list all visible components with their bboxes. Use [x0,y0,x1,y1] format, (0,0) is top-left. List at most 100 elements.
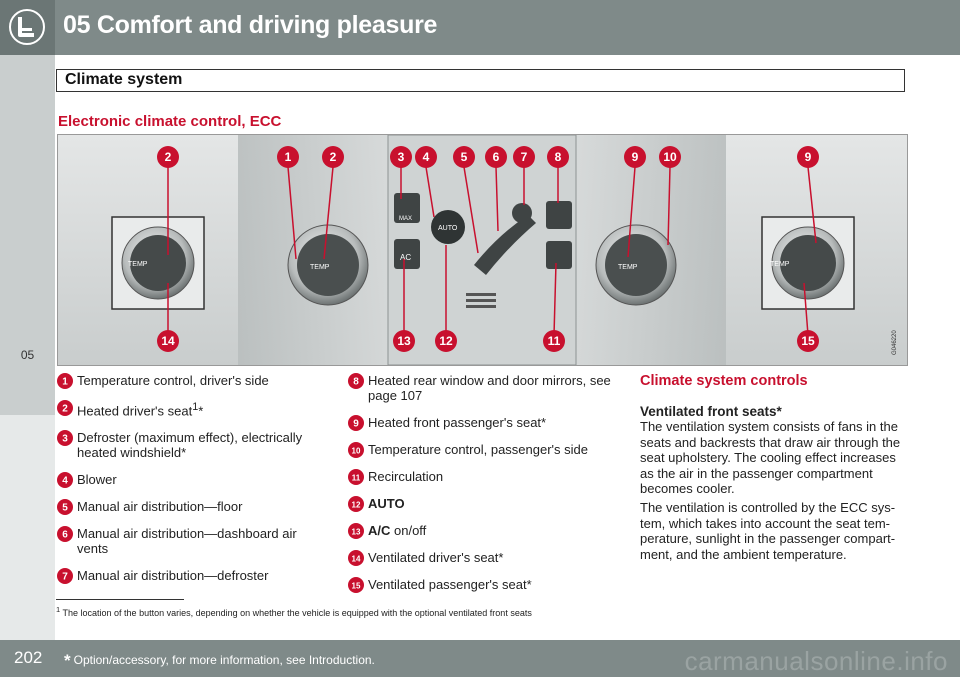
footer-note-text: Option/accessory, for more information, … [73,653,375,667]
callout-4: 4 [415,146,437,168]
svg-text:12: 12 [439,334,453,348]
callout-1: 1 [277,146,299,168]
number-badge: 5 [57,499,73,516]
callout-8: 8 [547,146,569,168]
svg-text:9: 9 [632,150,639,164]
svg-text:2: 2 [165,150,172,164]
chapter-tab [0,55,55,415]
ventilation-paragraph-2: The ventilation is controlled by the ECC… [640,500,896,562]
subsection-title: Electronic climate control, ECC [58,113,282,130]
section-heading-box: Climate system [56,69,905,92]
callout-11: 11 [543,330,565,352]
callout-13: 13 [393,330,415,352]
temp-label-left: TEMP [128,261,148,268]
svg-text:5: 5 [62,503,68,514]
number-badge: 9 [348,415,364,431]
chapter-number: 05 [20,348,35,362]
number-badge: 13 [348,523,364,539]
svg-text:4: 4 [62,476,68,487]
number-badge: 1 [57,373,73,389]
page-header: 05 Comfort and driving pleasure [0,0,960,55]
svg-text:7: 7 [62,572,68,583]
number-badge: 15 [348,577,364,593]
svg-text:6: 6 [62,530,68,541]
footnote-rule [56,599,184,600]
footer-star: * [64,651,71,670]
callout-12: 12 [435,330,457,352]
callout-3: 3 [390,146,412,168]
ecc-panel-illustration: TEMP TEMP TEMP TEMP MAX AC AUTO [57,134,908,366]
svg-text:13: 13 [352,528,361,537]
page-number: 202 [14,648,43,667]
svg-text:8: 8 [353,377,359,388]
page-footer: 202 *Option/accessory, for more informat… [0,640,960,677]
svg-text:1: 1 [62,377,68,388]
callout-10: 10 [659,146,681,168]
svg-text:13: 13 [397,334,411,348]
svg-text:2: 2 [62,404,68,415]
figure-code: G046220 [892,330,898,355]
callout-2: 2 [322,146,344,168]
chapter-title: 05 Comfort and driving pleasure [63,11,438,39]
controls-heading: Climate system controls [640,373,808,389]
svg-text:1: 1 [285,150,292,164]
seat-icon [0,0,55,55]
svg-text:10: 10 [663,150,677,164]
number-badge: 3 [57,430,73,447]
svg-text:5: 5 [461,150,468,164]
footer-note: *Option/accessory, for more information,… [64,651,375,671]
svg-text:11: 11 [548,334,561,348]
ventilated-seats-heading: Ventilated front seats* [640,404,782,419]
svg-text:15: 15 [352,582,361,591]
svg-text:3: 3 [62,434,68,445]
callout-6: 6 [485,146,507,168]
number-badge: 11 [348,469,364,485]
svg-text:2: 2 [330,150,337,164]
number-badge: 7 [57,568,73,585]
number-badge: 4 [57,472,73,489]
footnote-text: The location of the button varies, depen… [62,608,532,618]
svg-text:11: 11 [352,474,361,483]
svg-text:14: 14 [161,334,175,348]
svg-text:9: 9 [353,419,359,430]
max-label: MAX [399,216,412,222]
callout-9: 9 [624,146,646,168]
chapter-tab-strip [0,415,55,640]
number-badge: 6 [57,526,73,543]
svg-text:15: 15 [801,334,815,348]
ac-label: AC [400,253,411,262]
ventilation-paragraph-1: The ventilation system consists of fans … [640,419,901,496]
temp-label-right: TEMP [770,261,790,268]
callout-7: 7 [513,146,535,168]
temp-label-driver: TEMP [310,264,330,271]
callout-15: 15 [797,330,819,352]
number-badge: 10 [348,442,364,458]
auto-label: AUTO [438,225,458,232]
callout-5: 5 [453,146,475,168]
svg-text:6: 6 [493,150,500,164]
callout-2: 2 [157,146,179,168]
footnote-mark: 1 [56,605,61,614]
number-badge: 12 [348,496,364,512]
callouts-bottom: 14 13 12 11 15 [157,330,819,352]
callout-14: 14 [157,330,179,352]
svg-text:12: 12 [352,501,361,510]
footnote: 1 The location of the button varies, dep… [56,605,532,618]
number-badge: 14 [348,550,364,566]
